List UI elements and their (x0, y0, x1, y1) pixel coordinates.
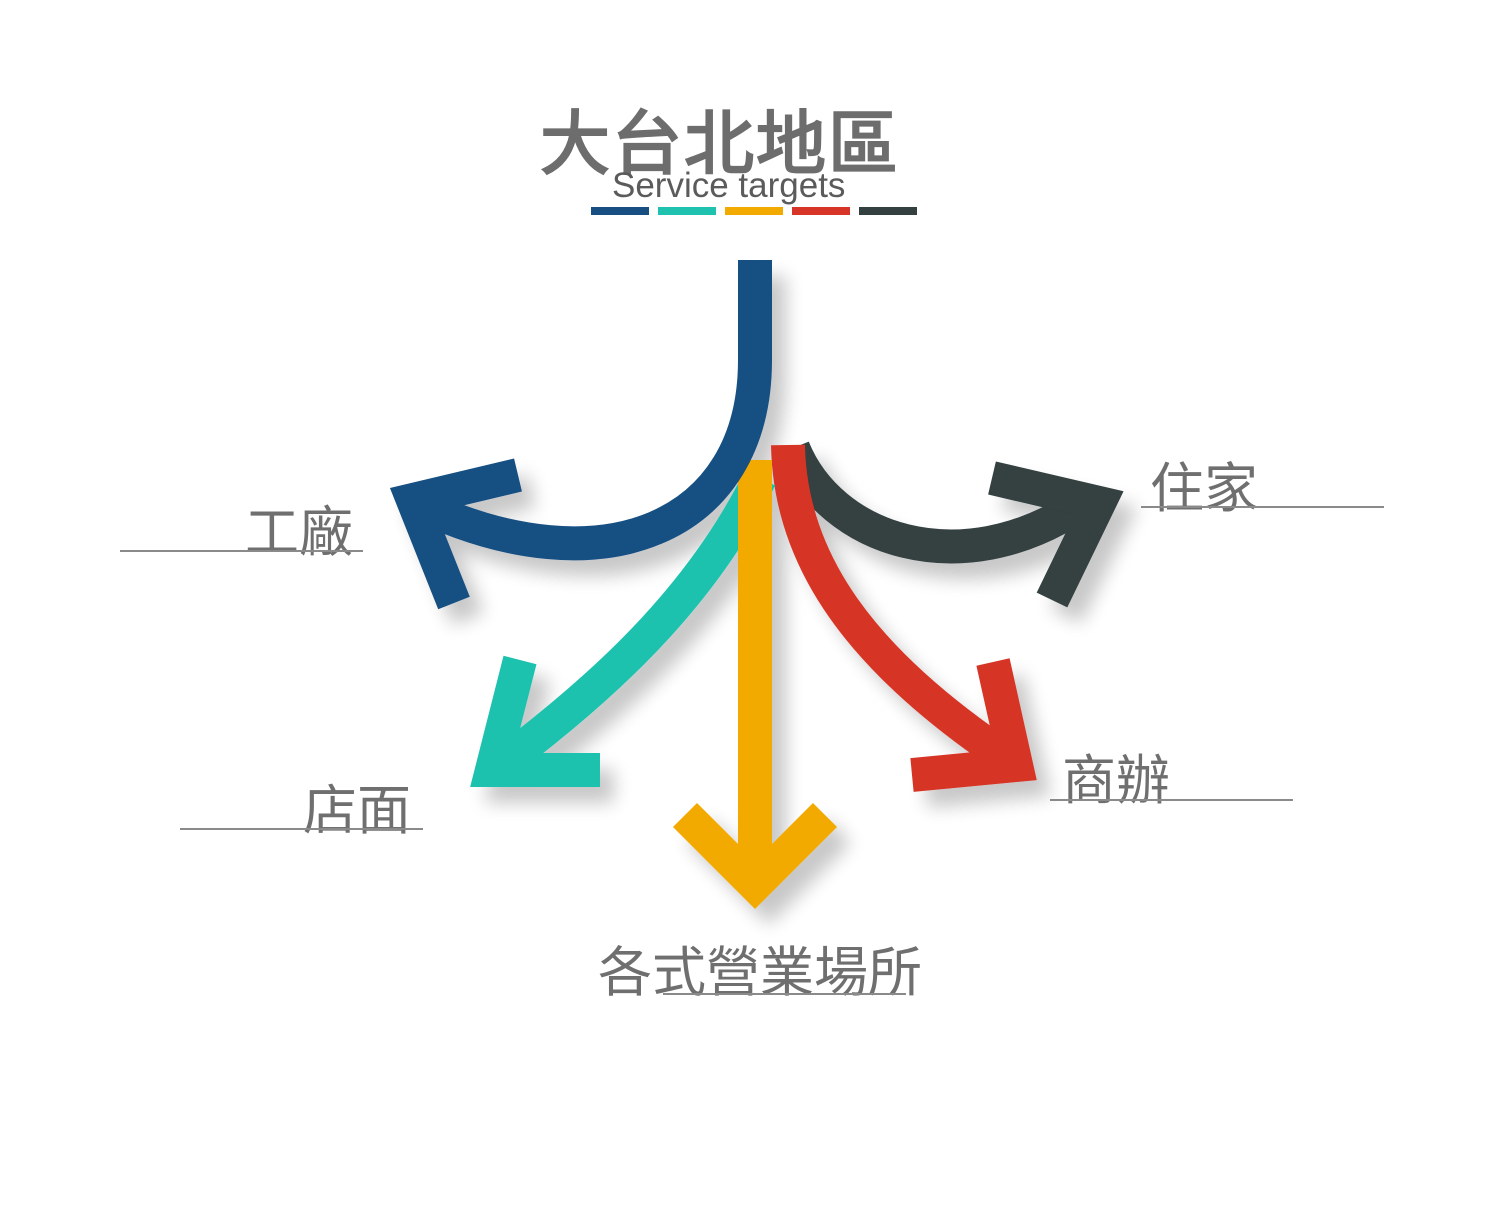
arrow-office (771, 444, 1037, 792)
color-bar-blue (591, 207, 649, 215)
color-bar-teal (658, 207, 716, 215)
label-office: 商辦 (1062, 749, 1170, 812)
underline-business-venues (663, 993, 906, 995)
label-factory: 工廠 (245, 501, 353, 564)
arrow-business-venues (672, 460, 838, 910)
label-business-venues: 各式營業場所 (598, 941, 922, 1004)
label-residential: 住家 (1150, 457, 1258, 520)
color-bar-red (792, 207, 850, 215)
arrow-factory (389, 260, 772, 610)
color-bar-dark (859, 207, 917, 215)
underline-residential (1141, 506, 1384, 508)
diagram-subtitle: Service targets (612, 166, 846, 205)
underline-factory (120, 550, 363, 552)
label-store: 店面 (303, 779, 411, 842)
arrow-residential (777, 441, 1124, 608)
color-bar-yellow (725, 207, 783, 215)
color-legend-bars (591, 207, 917, 215)
underline-store (180, 828, 423, 830)
arrow-store (470, 470, 776, 787)
diagram-title: 大台北地區 (540, 103, 900, 185)
underline-office (1050, 799, 1293, 801)
